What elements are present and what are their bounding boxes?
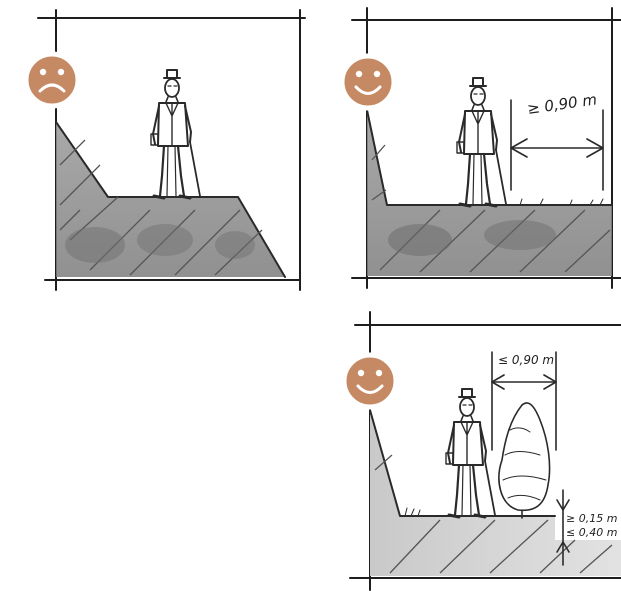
width-dimension: ≥ 0,90 m xyxy=(510,90,604,191)
happy-face-icon xyxy=(339,53,397,111)
sad-face-icon xyxy=(23,51,81,109)
panel-2: ≥ 0,90 m xyxy=(339,7,621,289)
max-height-label: ≤ 0,40 m xyxy=(566,526,617,539)
max-width-dimension: ≤ 0,90 m xyxy=(491,351,557,451)
width-label: ≥ 0,90 m xyxy=(526,90,598,118)
person-figure-icon xyxy=(455,76,508,208)
person-figure-icon xyxy=(149,68,202,200)
curb-height-dimension: ≥ 0,15 m ≤ 0,40 m xyxy=(556,489,617,566)
panel-1 xyxy=(23,9,306,291)
panel-2-raised-ground xyxy=(366,109,613,276)
panel-1-raised-ground xyxy=(55,121,286,278)
panel-3: ≤ 0,90 m ≥ 0,15 m ≤ 0,40 m xyxy=(341,311,621,591)
min-height-label: ≥ 0,15 m xyxy=(566,512,617,525)
max-width-label: ≤ 0,90 m xyxy=(498,353,554,367)
panel-3-raised-ground xyxy=(369,409,621,576)
happy-face-icon xyxy=(341,352,399,410)
person-figure-icon xyxy=(444,387,497,519)
shrub-icon xyxy=(498,402,551,519)
